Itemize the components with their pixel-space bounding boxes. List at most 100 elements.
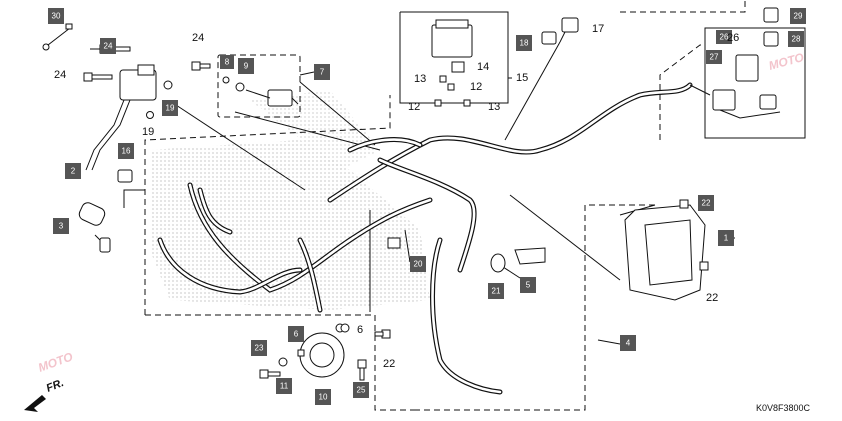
svg-text:6: 6 [294,330,299,339]
relay-28 [763,31,779,47]
ground-wire [42,23,73,51]
svg-text:22: 22 [702,199,711,208]
relay-16 [117,169,133,183]
label-13-a: 13 [414,73,426,85]
boxed-labels: 30 24 8 9 7 19 2 16 3 18 26 27 29 28 22 … [48,8,806,405]
svg-text:11: 11 [280,382,289,391]
fuse-12a [447,83,455,91]
svg-text:8: 8 [225,58,230,67]
dashed-outline-relay [620,0,746,13]
callout-8: 8 [220,55,234,69]
callout-16: 16 [118,143,134,159]
callout-29: 29 [790,8,806,24]
label-24-a: 24 [192,32,204,44]
label-24-b: 24 [54,69,66,81]
dashed-box-7 [217,54,301,118]
svg-text:3: 3 [59,222,64,231]
svg-text:9: 9 [244,62,249,71]
svg-text:28: 28 [792,35,801,44]
svg-text:2: 2 [71,167,76,176]
fuse-13b [463,99,471,107]
box-3-bracket [123,189,145,208]
bolt-25 [357,359,367,381]
dashed-outline-bottom [145,314,414,411]
svg-text:10: 10 [319,393,328,402]
svg-text:25: 25 [357,386,366,395]
ecm-unit-1 [624,199,709,301]
dashed-outline-connector [659,44,705,140]
watermark-right: MOTO [767,50,806,73]
callout-28: 28 [788,31,804,47]
label-12-b: 12 [408,101,420,113]
callout-11: 11 [276,378,292,394]
svg-text:20: 20 [414,260,423,269]
callout-24-box: 24 [100,38,116,54]
fuse-12b [434,99,442,107]
diagram-code: K0V8F3800C [756,403,811,413]
callout-2: 2 [65,163,81,179]
callout-22-box: 22 [698,195,714,211]
callout-6-box: 6 [288,326,304,342]
label-22: 22 [706,292,718,304]
washer-6 [340,323,350,333]
bolt-24-mid [191,61,211,71]
callout-25: 25 [353,382,369,398]
horn-10 [297,323,345,378]
label-13-b: 13 [488,101,500,113]
box-15-bracket [399,11,509,104]
front-direction-arrow: FR. [24,377,66,412]
label-22-b: 22 [383,358,395,370]
svg-text:29: 29 [794,12,803,21]
connector-20 [387,237,401,249]
callout-4: 4 [620,335,636,351]
starter-relay [222,76,299,107]
callout-19-box: 19 [162,100,178,116]
relay-18 [541,31,557,45]
callout-21: 21 [488,283,504,299]
bolt-23 [259,369,281,379]
svg-text:26: 26 [720,33,729,42]
svg-text:FR.: FR. [45,377,66,395]
washer-19b [146,111,154,119]
label-17: 17 [592,23,604,35]
connector-panel [689,54,781,119]
ignition-coil [78,64,157,253]
svg-text:19: 19 [166,104,175,113]
bolt-22-bottom [374,329,391,339]
label-12-a: 12 [470,81,482,93]
relay-29 [763,7,779,23]
label-26: 26 [727,32,739,44]
bolt-24-left [83,72,113,82]
callout-1: 1 [718,230,734,246]
box-26-panel [704,27,806,139]
callout-9: 9 [238,58,254,74]
callout-7: 7 [314,64,330,80]
svg-text:30: 30 [52,12,61,21]
control-unit-14 [431,19,473,73]
wire-harness [157,82,693,395]
dashed-outline-right [414,204,655,411]
fuse-13a [439,75,447,83]
svg-text:18: 18 [520,39,529,48]
plain-labels: 24 24 19 17 1 4 15 13 12 12 13 22 6 22 26 [54,23,739,370]
washer-11 [278,357,288,367]
callout-30: 30 [48,8,64,24]
callout-26-box: 26 [716,30,732,44]
callout-18: 18 [516,35,532,51]
callout-3: 3 [53,218,69,234]
svg-text:23: 23 [255,344,264,353]
svg-text:5: 5 [526,281,531,290]
callout-10: 10 [315,389,331,405]
grommet-21 [490,253,506,273]
svg-text:4: 4 [626,339,631,348]
svg-text:16: 16 [122,147,131,156]
svg-text:21: 21 [492,287,501,296]
label-19: 19 [142,126,154,138]
watermark-left: MOTO [36,349,75,375]
clip-5 [514,247,546,265]
label-15: 15 [516,72,528,84]
callout-5: 5 [520,277,536,293]
callout-27: 27 [706,50,722,64]
